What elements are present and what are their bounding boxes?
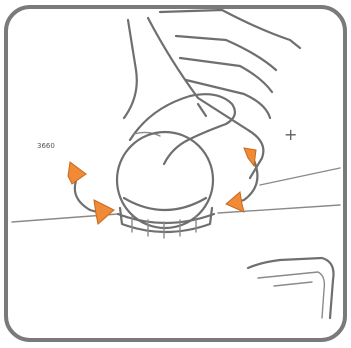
corner-label: 3660 [37,142,55,150]
device-edge-groove [274,282,312,286]
dial-knob-icon [117,132,214,238]
surface-edge-line [260,168,340,185]
plus-mark: + [284,125,297,144]
device-edge [248,258,334,318]
hand-finger-icon [124,10,300,178]
rotate-arrow-icon [68,162,114,224]
rotate-arrow-icon [226,148,257,212]
device-edge-inner [258,272,324,318]
figure-frame [6,7,345,340]
